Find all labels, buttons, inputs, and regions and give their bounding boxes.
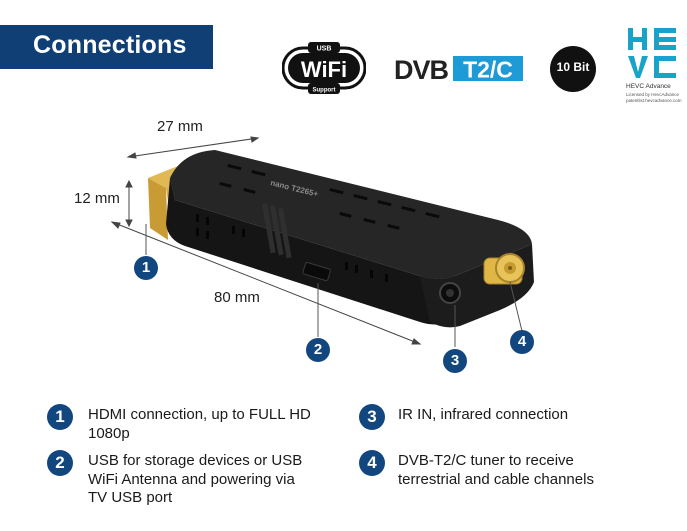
legend-badge-2: 2 (47, 450, 73, 476)
legend-badge-3: 3 (359, 404, 385, 430)
legend-item-2: USB for storage devices or USB WiFi Ante… (88, 452, 302, 508)
title-banner (0, 25, 213, 69)
wifi-logo: USB WiFi Support (281, 42, 367, 94)
legend-1-line-2: 1080p (88, 424, 130, 442)
height-dimension: 12 mm (74, 190, 120, 207)
legend-item-1: HDMI connection, up to FULL HD 1080p (88, 406, 311, 443)
10-bit-text: 10 Bit (556, 60, 590, 74)
length-dimension: 80 mm (214, 289, 260, 306)
callout-3: 3 (443, 349, 467, 373)
legend-1-line-1: HDMI connection, up to FULL HD (88, 406, 311, 423)
wifi-main-text: WiFi (301, 57, 347, 82)
page-title: Connections (33, 31, 187, 59)
legend-item-3: IR IN, infrared connection (398, 406, 568, 425)
legend-2-line-2: WiFi Antenna and powering via (88, 470, 295, 488)
legend-4-line-2: terrestrial and cable channels (398, 470, 594, 488)
legend-badge-1: 1 (47, 404, 73, 430)
dvb-left-text: DVB (394, 55, 449, 84)
legend-3-line-1: IR IN, infrared connection (398, 406, 569, 423)
wifi-top-text: USB (317, 46, 332, 53)
hevc-line2: Licensed by HevcAdvance (626, 92, 680, 97)
hevc-logo: HEVC Advance Licensed by HevcAdvance pat… (624, 26, 682, 112)
device-illustration: nano T2265+ (110, 136, 534, 347)
callout-4: 4 (510, 330, 534, 354)
callout-2: 2 (306, 338, 330, 362)
width-dimension: 27 mm (157, 118, 203, 135)
dvb-logo: DVB T2/C (393, 54, 527, 85)
wifi-bottom-text: Support (313, 88, 336, 94)
dvb-right-text: T2/C (463, 57, 513, 83)
legend-item-4: DVB-T2/C tuner to receive terrestrial an… (398, 452, 594, 489)
legend-2-line-3: TV USB port (88, 489, 173, 506)
hevc-line3: patentlist.hevcadvance.com (626, 98, 682, 103)
legend-2-line-1: USB for storage devices or USB (88, 452, 303, 469)
10-bit-badge (550, 46, 596, 92)
hevc-line1: HEVC Advance (626, 83, 671, 90)
callout-1: 1 (134, 256, 158, 280)
legend-badge-4: 4 (359, 450, 385, 476)
legend-4-line-1: DVB-T2/C tuner to receive (398, 452, 574, 469)
